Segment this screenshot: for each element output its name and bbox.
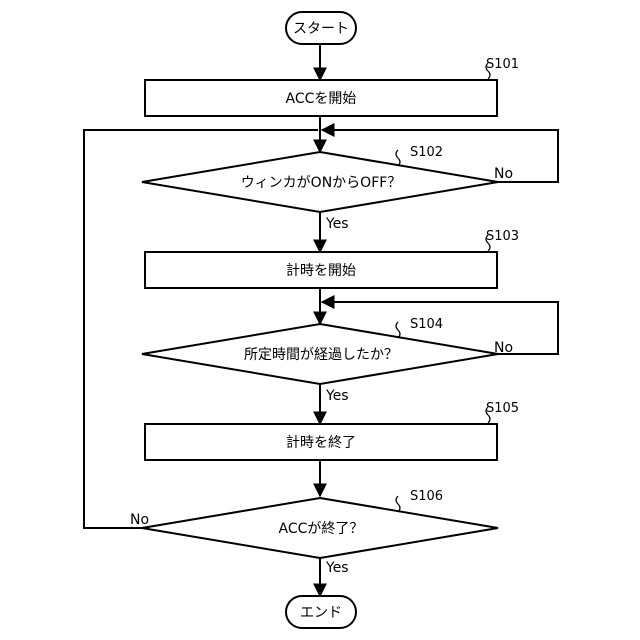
no-label-s104: No (494, 340, 513, 356)
process-s101-label: ACCを開始 (286, 91, 357, 107)
yes-label-s102: Yes (325, 216, 349, 232)
process-s101: ACCを開始 S101 (145, 57, 519, 116)
decision-s102: ウィンカがONからOFF？ S102 No Yes (142, 145, 513, 232)
yes-label-s104: Yes (325, 388, 349, 404)
decision-s106: ACCが終了？ S106 No Yes (130, 489, 498, 576)
step-id-s105: S105 (486, 401, 519, 416)
step-id-s104: S104 (410, 317, 443, 332)
step-id-s106: S106 (410, 489, 443, 504)
decision-s106-label: ACCが終了？ (279, 521, 364, 537)
end-terminal: エンド (286, 596, 356, 628)
process-s103-label: 計時を開始 (286, 263, 356, 279)
start-terminal: スタート (286, 12, 356, 44)
process-s103: 計時を開始 S103 (145, 229, 519, 288)
decision-s104: 所定時間が経過したか？ S104 No Yes (142, 317, 513, 404)
end-label: エンド (300, 605, 342, 621)
no-label-s102: No (494, 166, 513, 182)
start-label: スタート (293, 21, 349, 37)
decision-s102-label: ウィンカがONからOFF？ (241, 175, 402, 191)
yes-label-s106: Yes (325, 560, 349, 576)
decision-s104-label: 所定時間が経過したか？ (244, 347, 398, 363)
process-s105: 計時を終了 S105 (145, 401, 519, 460)
step-id-s102: S102 (410, 145, 443, 160)
step-id-s103: S103 (486, 229, 519, 244)
step-id-s101: S101 (486, 57, 519, 72)
process-s105-label: 計時を終了 (286, 435, 356, 451)
no-label-s106: No (130, 512, 149, 528)
